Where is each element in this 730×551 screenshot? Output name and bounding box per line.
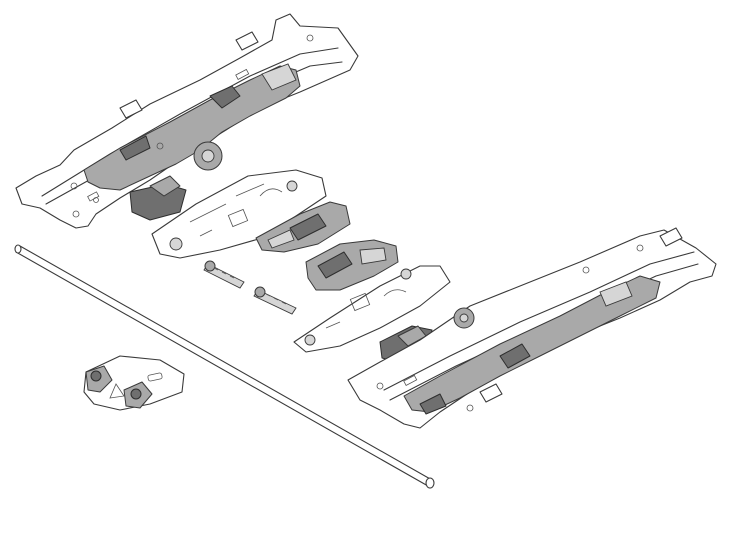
upper-left-runner-unit [15,13,359,229]
small-locking-clip [83,355,185,411]
mounting-screws [203,260,297,315]
lower-coupling-plate [293,239,451,353]
upper-coupling-plate [151,169,351,259]
synchronisation-rod [14,244,435,489]
lower-right-runner-unit [347,227,717,429]
